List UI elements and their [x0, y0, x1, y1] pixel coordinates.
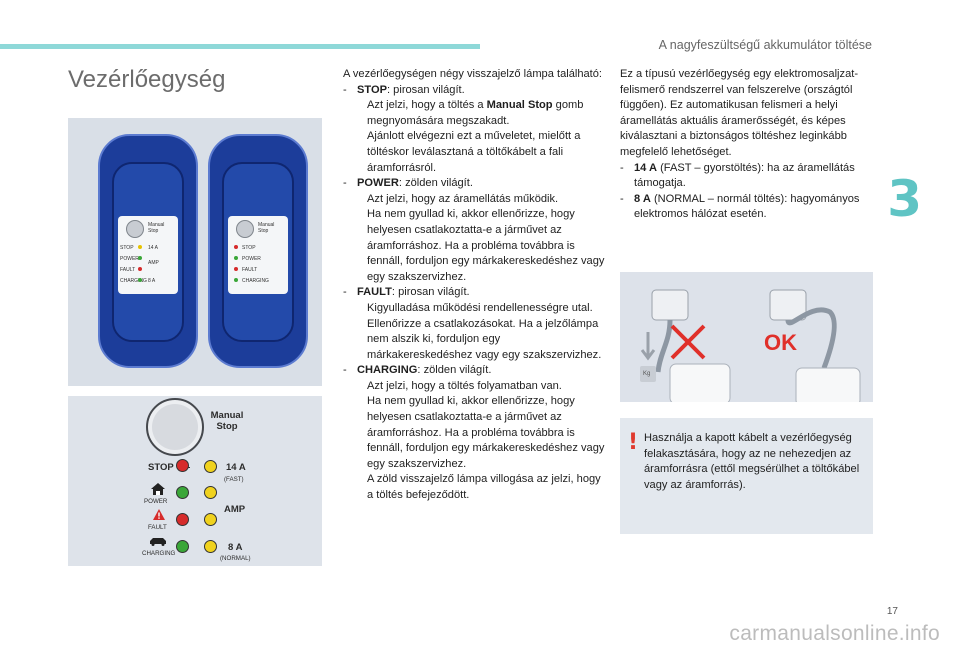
fault-lamp-right — [234, 267, 238, 271]
power-label-right: POWER — [242, 256, 261, 262]
indicator-description-column: A vezérlőegységen négy visszajelző lámpa… — [343, 68, 605, 502]
power-lamp-right — [234, 256, 238, 260]
charging-lamp-right — [234, 278, 238, 282]
manual-stop-label-left: Manual Stop — [148, 222, 165, 234]
amp14-label-left: 14 A — [148, 245, 159, 251]
fault-term: FAULT — [357, 286, 392, 299]
stop-lamp-yellow — [204, 460, 217, 473]
kg-label: Kg — [643, 371, 651, 377]
fault-item: - FAULT: pirosan világít. — [343, 286, 470, 299]
controller-left: Manual Stop STOP 14 A POWER AMP FAULT CH… — [98, 134, 198, 368]
stop-term: STOP — [357, 83, 388, 96]
warning-exclamation-icon: ! — [628, 430, 639, 455]
amp8-lamp — [204, 540, 217, 553]
charging-label-left: CHARGING — [120, 278, 147, 284]
section-title: Vezérlőegység — [68, 66, 226, 93]
fault-label-left: FAULT — [120, 267, 136, 273]
power-lamp-left — [138, 256, 142, 260]
charging-item: - CHARGING: zölden világít. — [343, 364, 492, 377]
power-term: POWER — [357, 177, 399, 190]
power-lamp — [176, 486, 189, 499]
fault-lamp-left — [138, 267, 142, 271]
manual-stop-knob-right — [236, 220, 254, 238]
running-header: A nagyfeszültségű akkumulátor töltése — [658, 38, 872, 52]
charging-lamp — [176, 540, 189, 553]
car-icon — [150, 538, 166, 546]
stop-label-left: STOP — [120, 245, 134, 251]
header-accent-bar — [0, 44, 480, 49]
fast-item: - 14 A (FAST – gyorstöltés): ha az árame… — [620, 161, 855, 190]
fault-label: FAULT — [148, 524, 167, 531]
ok-label: OK — [764, 330, 797, 355]
manual-stop-label-right: Manual Stop — [258, 222, 275, 234]
stop-item: - STOP: pirosan világít. — [343, 83, 465, 96]
stop-label: STOP — [148, 462, 174, 473]
power-label: POWER — [144, 498, 168, 505]
stop-lamp — [176, 459, 189, 472]
normal-item: - 8 A (NORMAL – normál töltés): hagyomán… — [620, 192, 860, 221]
controllers-figure: Manual Stop STOP 14 A POWER AMP FAULT CH… — [68, 118, 322, 386]
warning-box: ! Használja a kapott kábelt a vezérlőegy… — [620, 418, 873, 534]
watermark: carmanualsonline.info — [729, 622, 940, 645]
cable-hanging-figure: OK Kg — [620, 272, 873, 402]
socket-intro: Ez a típusú vezérlőegység egy elektromos… — [620, 68, 859, 158]
house-icon — [151, 483, 165, 495]
normal-label: (NORMAL) — [220, 555, 251, 562]
amp-label-left: AMP — [148, 260, 159, 266]
stop-lamp-left — [138, 245, 142, 249]
amp14-label: 14 A — [226, 462, 246, 473]
warning-text: Használja a kapott kábelt a vezérlőegysé… — [644, 432, 860, 491]
power-item: - POWER: zölden világít. — [343, 177, 473, 190]
power-label-left: POWER — [120, 256, 139, 262]
fault-label-right: FAULT — [242, 267, 258, 273]
stop-lamp-right — [234, 245, 238, 249]
manual-stop-knob-left — [126, 220, 144, 238]
manual-stop-knob — [146, 398, 204, 456]
fault-lamp — [176, 513, 189, 526]
charging-label-right: CHARGING — [242, 278, 269, 284]
page-number: 17 — [886, 606, 898, 617]
warning-triangle-icon — [153, 509, 165, 520]
amp8-label: 8 A — [228, 542, 243, 553]
amp-label: AMP — [224, 504, 246, 515]
amp-lamp-2 — [204, 513, 217, 526]
manual-stop-label: Manual Stop — [210, 410, 244, 432]
stop-advice: Ajánlott elvégezni ezt a műveletet, miel… — [367, 130, 581, 174]
amp8-label-left: 8 A — [148, 278, 156, 284]
charging-lamp-left — [138, 278, 142, 282]
chapter-number: 3 — [887, 170, 922, 228]
stop-label-right: STOP — [242, 245, 256, 251]
socket-recognition-column: Ez a típusú vezérlőegység egy elektromos… — [620, 67, 878, 223]
charging-term: CHARGING — [357, 364, 418, 377]
fast-label: (FAST) — [224, 476, 244, 483]
intro-text: A vezérlőegységen négy visszajelző lámpa… — [343, 68, 603, 80]
charging-label: CHARGING — [142, 550, 176, 557]
controller-right: Manual Stop STOP POWER FAULT CHARGING — [208, 134, 308, 368]
plug-illustration — [640, 289, 861, 402]
panel-closeup-figure: Manual Stop STOP 14 A (FAST) POWER AMP F… — [68, 396, 322, 566]
amp-lamp-1 — [204, 486, 217, 499]
